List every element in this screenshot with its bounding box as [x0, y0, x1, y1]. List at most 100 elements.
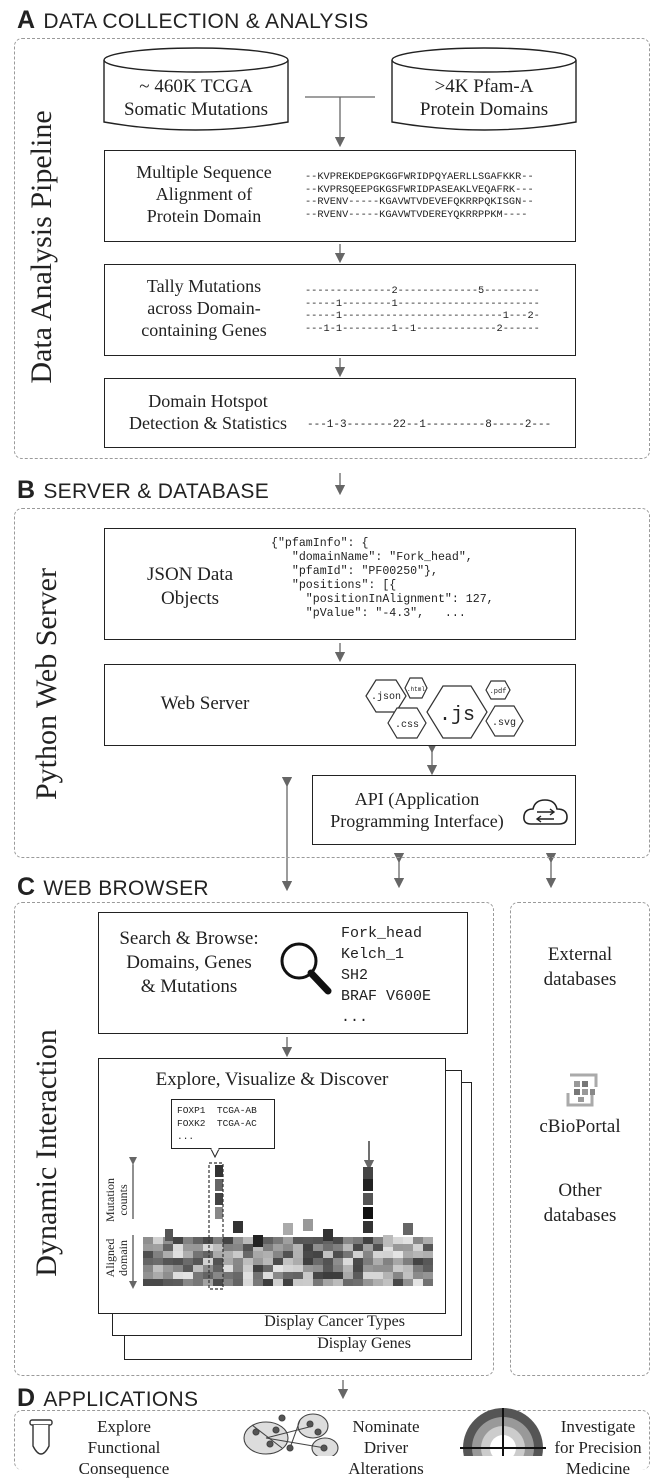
heatmap-cell: [183, 1237, 193, 1244]
heatmap-cell: [363, 1272, 373, 1279]
heatmap-cell: [293, 1258, 303, 1265]
heatmap-cell: [413, 1279, 423, 1286]
heatmap-cell: [243, 1265, 253, 1272]
heatmap-cell: [233, 1237, 243, 1244]
svg-text:.html: .html: [407, 686, 425, 693]
heatmap-cell: [303, 1237, 313, 1244]
heatmap-cell: [293, 1265, 303, 1272]
explore-title: Explore, Visualize & Discover: [155, 1069, 389, 1090]
heatmap-cell: [353, 1237, 363, 1244]
heatmap-cell: [353, 1244, 363, 1251]
heatmap-cell: [313, 1258, 323, 1265]
heatmap-cell: [193, 1237, 203, 1244]
heatmap-cell: [183, 1251, 193, 1258]
heatmap-cell: [413, 1258, 423, 1265]
heatmap-cell: [363, 1279, 373, 1286]
heatmap-cell: [413, 1272, 423, 1279]
heatmap-cell: [213, 1237, 223, 1244]
heatmap-cell: [343, 1279, 353, 1286]
heatmap-cell: [343, 1272, 353, 1279]
heatmap-cell: [273, 1258, 283, 1265]
heatmap-cell: [393, 1279, 403, 1286]
tcga-database-icon: [103, 47, 289, 131]
heatmap-cell: [283, 1251, 293, 1258]
magnifier-icon: [280, 942, 332, 995]
heatmap-cell: [243, 1237, 253, 1244]
heatmap-cell: [423, 1258, 433, 1265]
heatmap-cell: [233, 1258, 243, 1265]
heatmap-cell: [233, 1272, 243, 1279]
search-browse-box[interactable]: Search & Browse:Domains, Genes& Mutation…: [98, 912, 468, 1034]
heatmap-cell: [233, 1279, 243, 1286]
heatmap-cell: [403, 1265, 413, 1272]
heatmap-cell: [203, 1244, 213, 1251]
heatmap-cell: [243, 1279, 253, 1286]
heatmap-cell: [163, 1272, 173, 1279]
heatmap-cell: [343, 1237, 353, 1244]
mutation-count-bar: [383, 1235, 393, 1247]
heatmap-cell: [293, 1279, 303, 1286]
heatmap-cell: [353, 1279, 363, 1286]
cbioportal-label[interactable]: cBioPortal: [539, 1116, 621, 1137]
heatmap-cell: [253, 1244, 263, 1251]
heatmap-cell: [253, 1251, 263, 1258]
heatmap-cell: [173, 1265, 183, 1272]
heatmap-cell: [333, 1251, 343, 1258]
search-browse-label: Search & Browse:Domains, Genes& Mutation…: [119, 928, 259, 997]
heatmap-cell: [273, 1244, 283, 1251]
heatmap-cell: [323, 1265, 333, 1272]
heatmap-cell: [263, 1279, 273, 1286]
svg-text:.css: .css: [395, 720, 419, 731]
heatmap-cell: [213, 1251, 223, 1258]
heatmap-cell: [253, 1258, 263, 1265]
heatmap-cell: [283, 1258, 293, 1265]
heatmap-cell: [203, 1251, 213, 1258]
heatmap-cell: [393, 1244, 403, 1251]
heatmap-cell: [213, 1279, 223, 1286]
network-icon: [243, 1413, 339, 1456]
heatmap-cell: [413, 1265, 423, 1272]
heatmap-cell: [413, 1244, 423, 1251]
heatmap-cell: [383, 1258, 393, 1265]
heatmap-cell: [223, 1237, 233, 1244]
heatmap-cell: [423, 1272, 433, 1279]
heatmap-cell: [213, 1244, 223, 1251]
target-icon: [460, 1408, 546, 1456]
heatmap-cell: [203, 1237, 213, 1244]
heatmap-cell: [273, 1237, 283, 1244]
heatmap-cell: [283, 1237, 293, 1244]
mutation-count-bar: [215, 1193, 223, 1205]
heatmap-cell: [323, 1279, 333, 1286]
heatmap-cell: [243, 1244, 253, 1251]
heatmap-cell: [173, 1244, 183, 1251]
heatmap-cell: [223, 1272, 233, 1279]
heatmap-cell: [303, 1258, 313, 1265]
heatmap-cell: [233, 1244, 243, 1251]
heatmap-cell: [163, 1251, 173, 1258]
heatmap-cell: [263, 1258, 273, 1265]
heatmap-cell: [153, 1265, 163, 1272]
heatmap-cell: [393, 1265, 403, 1272]
heatmap-cell: [273, 1272, 283, 1279]
heatmap-cell: [423, 1279, 433, 1286]
heatmap-cell: [313, 1244, 323, 1251]
explore-card[interactable]: Explore, Visualize & Discover FOXP1 TCGA…: [98, 1058, 446, 1314]
heatmap-cell: [333, 1279, 343, 1286]
heatmap-cell: [393, 1237, 403, 1244]
heatmap-cell: [153, 1237, 163, 1244]
mutation-count-bar: [215, 1165, 223, 1177]
heatmap-cell: [313, 1279, 323, 1286]
heatmap-cell: [163, 1265, 173, 1272]
cloud-sync-icon: [523, 799, 568, 825]
heatmap-cell: [223, 1258, 233, 1265]
heatmap-cell: [273, 1279, 283, 1286]
